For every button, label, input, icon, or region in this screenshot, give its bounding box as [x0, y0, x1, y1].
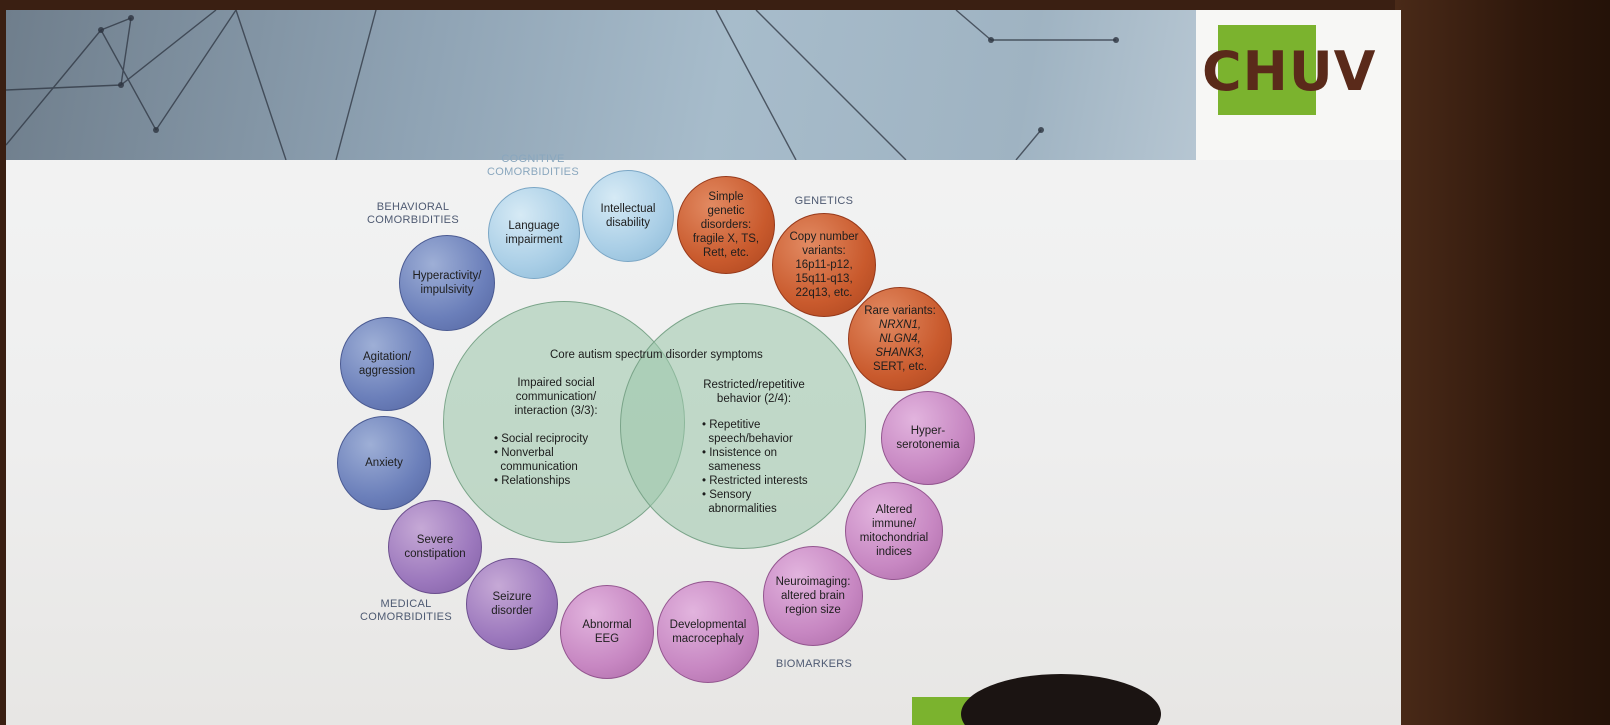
logo-green-square: [1218, 25, 1316, 115]
label-medical-comorbidities: MEDICAL COMORBIDITIES: [360, 598, 452, 623]
left-circle-list: • Social reciprocity • Nonverbal communi…: [494, 432, 634, 488]
list-item: • Social reciprocity: [494, 433, 589, 445]
projection-screen: CHUV Core autism spectrum disorder sympt…: [6, 10, 1401, 725]
label-genetics: GENETICS: [794, 195, 854, 207]
asd-diagram: Core autism spectrum disorder symptoms I…: [6, 10, 1401, 725]
node-hyperactivity-impulsivity: Hyperactivity/impulsivity: [399, 235, 495, 331]
node-rare-variants: Rare variants:NRXN1,NLGN4,SHANK3,SERT, e…: [848, 287, 952, 391]
slide-banner: [6, 10, 1196, 160]
list-item: sameness: [708, 461, 761, 473]
logo-text: CHUV: [1202, 40, 1377, 103]
right-circle-title: Restricted/repetitive behavior (2/4):: [703, 379, 805, 405]
background-wall: [1395, 0, 1610, 725]
node-agitation-aggression: Agitation/aggression: [340, 317, 434, 411]
venn-right-circle: [620, 303, 866, 549]
label-biomarkers: BIOMARKERS: [775, 658, 853, 670]
list-item: • Insistence on: [702, 447, 777, 459]
core-title: Core autism spectrum disorder symptoms: [550, 349, 763, 361]
list-item: • Nonverbal: [494, 447, 554, 459]
list-item: speech/behavior: [708, 433, 793, 445]
left-circle-title: Impaired social communication/ interacti…: [514, 377, 598, 417]
list-item: • Restricted interests: [702, 475, 808, 487]
right-circle-list: • Repetitive speech/behavior • Insistenc…: [702, 418, 842, 516]
list-item: • Sensory: [702, 489, 752, 501]
list-item: • Relationships: [494, 475, 571, 487]
network-decoration: [6, 10, 1119, 160]
list-item: • Repetitive: [702, 419, 761, 431]
node-hyperserotonemia: Hyper-serotonemia: [881, 391, 975, 485]
list-item: abnormalities: [708, 503, 777, 515]
list-item: communication: [500, 461, 578, 473]
label-behavioral-comorbidities: BEHAVIORAL COMORBIDITIES: [367, 201, 459, 226]
node-anxiety: Anxiety: [337, 416, 431, 510]
label-cognitive-comorbidities: COGNITIVE COMORBIDITIES: [487, 153, 579, 178]
chuv-logo: CHUV: [1196, 10, 1401, 160]
